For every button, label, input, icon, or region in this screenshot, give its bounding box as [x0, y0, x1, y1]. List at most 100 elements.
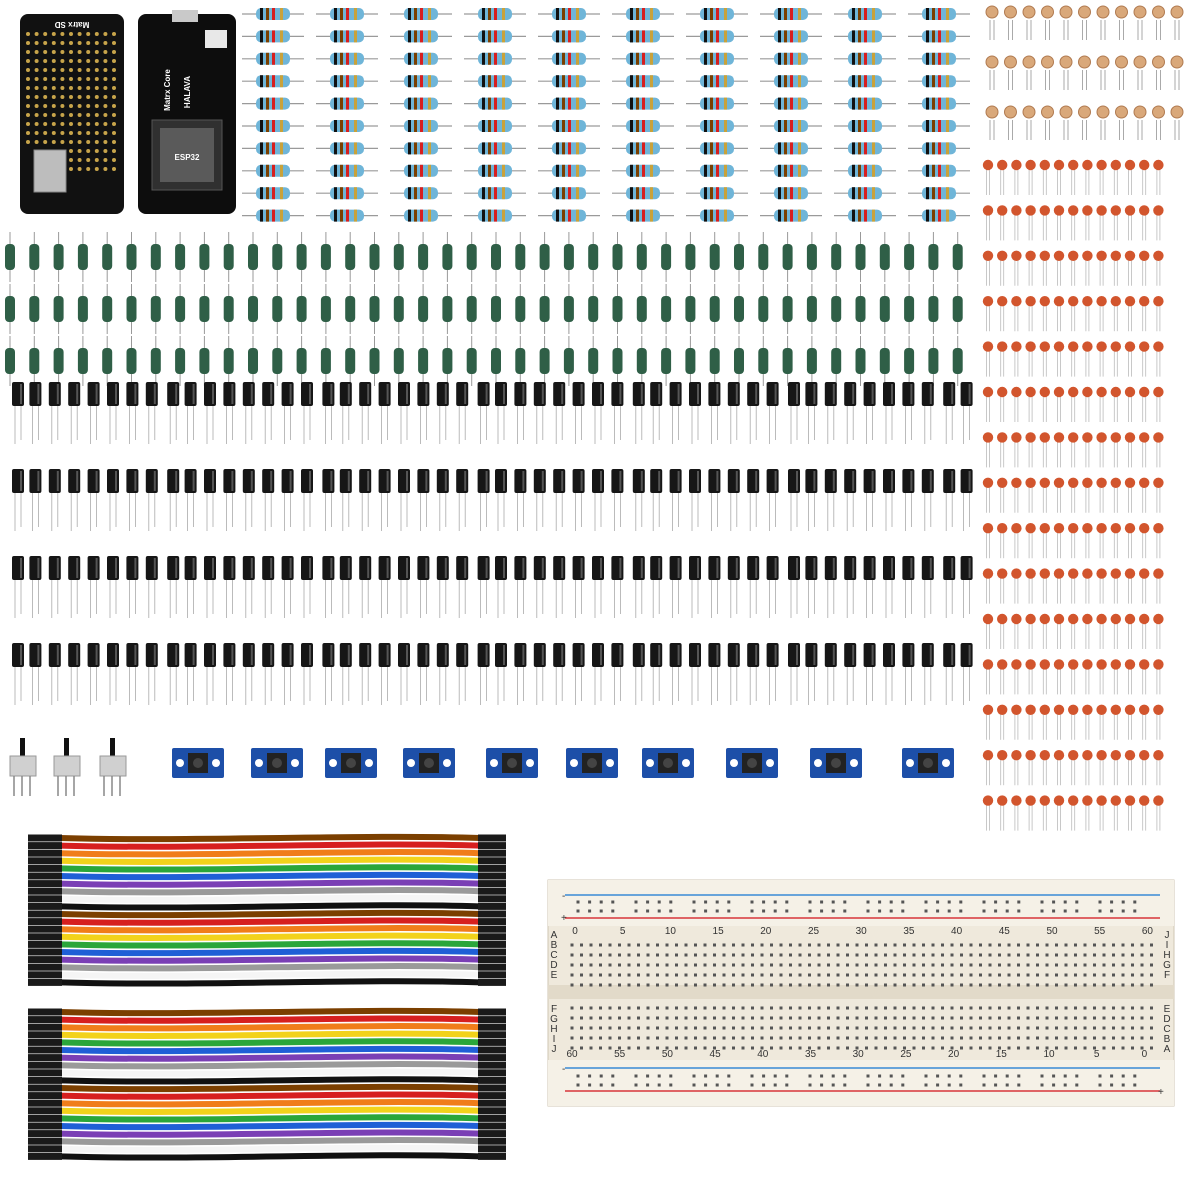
inductor [223, 284, 234, 334]
ceramic-capacitor [1139, 659, 1150, 695]
ceramic-capacitor [1153, 568, 1164, 604]
breadboard-hole [770, 953, 773, 957]
resistor [242, 8, 304, 20]
breadboard-hole [1007, 963, 1011, 967]
breadboard-hole [1150, 1006, 1153, 1010]
breadboard-hole [618, 1016, 621, 1020]
push-button-module [325, 748, 377, 778]
breadboard-hole [1007, 1016, 1011, 1020]
ceramic-capacitor [1039, 477, 1051, 513]
breadboard-hole [1150, 953, 1153, 957]
breadboard-hole [770, 1036, 773, 1040]
inductor [418, 232, 429, 282]
breadboard-hole [657, 909, 661, 913]
electrolytic-capacitor [788, 556, 800, 618]
breadboard-hole [599, 963, 602, 967]
breadboard-hole [922, 1006, 925, 1010]
breadboard-hole [1110, 1074, 1114, 1078]
pcb-hole [94, 68, 99, 72]
breadboard-hole [760, 1006, 764, 1010]
resistor [686, 187, 748, 200]
resistor [390, 209, 452, 222]
column-number: 0 [1142, 1049, 1148, 1060]
row-letter: B [1164, 1034, 1171, 1045]
electrolytic-capacitor [126, 643, 139, 705]
breadboard-hole [715, 900, 719, 904]
breadboard-hole [922, 943, 925, 947]
breadboard-hole [634, 909, 638, 913]
ceramic-capacitor [1082, 250, 1093, 286]
breadboard-hole [922, 1046, 925, 1050]
breadboard-hole [1133, 1083, 1137, 1087]
breadboard-hole [1017, 909, 1021, 913]
breadboard-hole [1064, 943, 1068, 947]
breadboard-hole [1017, 1036, 1020, 1040]
breadboard-hole [979, 983, 982, 987]
ceramic-capacitor [982, 523, 994, 559]
ceramic-capacitor [1153, 704, 1164, 740]
electrolytic-capacitor [301, 382, 313, 444]
breadboard-hole [1093, 1006, 1096, 1010]
pcb-hole [60, 131, 65, 135]
resistor [760, 187, 822, 200]
breadboard-hole [675, 963, 678, 967]
breadboard-hole [570, 1026, 574, 1030]
electrolytic-capacitor [824, 382, 837, 444]
breadboard-hole [570, 1006, 574, 1010]
breadboard-hole [1150, 983, 1153, 987]
electrolytic-capacitor [902, 643, 915, 705]
breadboard-hole [941, 953, 944, 957]
pcb-hole [94, 77, 99, 81]
breadboard-hole [1093, 963, 1096, 967]
breadboard-hole [665, 1016, 669, 1020]
inductor [5, 336, 15, 386]
ceramic-capacitor [1082, 795, 1093, 831]
resistor [316, 209, 378, 222]
inductor [102, 336, 113, 386]
pcb-hole [60, 104, 65, 108]
electrolytic-capacitor [921, 469, 934, 531]
breadboard-hole [903, 983, 906, 987]
breadboard-hole [922, 983, 925, 987]
breadboard-hole [762, 900, 766, 904]
breadboard-hole [884, 963, 887, 967]
ceramic-capacitor [1025, 523, 1036, 559]
breadboard-hole [922, 953, 925, 957]
photoresistor [1115, 55, 1128, 90]
electrolytic-capacitor [223, 469, 236, 531]
breadboard-hole [694, 983, 697, 987]
breadboard-hole [903, 1016, 906, 1020]
inductor [126, 336, 137, 386]
breadboard-hole [1112, 1036, 1115, 1040]
breadboard-hole [570, 973, 574, 977]
electrolytic-capacitor [378, 556, 391, 618]
breadboard-hole [874, 983, 878, 987]
breadboard-hole [1064, 1036, 1068, 1040]
column-number: 20 [760, 926, 772, 937]
electrolytic-capacitor [398, 556, 410, 618]
breadboard-hole [988, 1026, 992, 1030]
breadboard-hole [599, 1026, 602, 1030]
breadboard-hole [1045, 1006, 1049, 1010]
breadboard-hole [866, 1083, 870, 1087]
electrolytic-capacitor [378, 382, 391, 444]
breadboard-hole [1055, 963, 1058, 967]
breadboard-hole [1140, 963, 1144, 967]
inductor [175, 336, 186, 386]
ceramic-capacitor [982, 750, 994, 786]
breadboard-hole [665, 943, 669, 947]
ceramic-capacitor [1139, 523, 1150, 559]
breadboard-hole [855, 1016, 859, 1020]
slide-switch [53, 738, 81, 796]
breadboard-hole [1121, 1006, 1125, 1010]
breadboard-hole [694, 963, 697, 967]
pcb-hole [26, 68, 30, 72]
pcb-hole [94, 131, 99, 135]
resistor [834, 8, 896, 20]
inductor [758, 232, 769, 282]
ceramic-capacitor [1082, 386, 1093, 422]
resistor [908, 164, 970, 177]
electrolytic-capacitor [921, 382, 934, 444]
ceramic-capacitor [1025, 659, 1036, 695]
breadboard-hole [618, 1026, 621, 1030]
